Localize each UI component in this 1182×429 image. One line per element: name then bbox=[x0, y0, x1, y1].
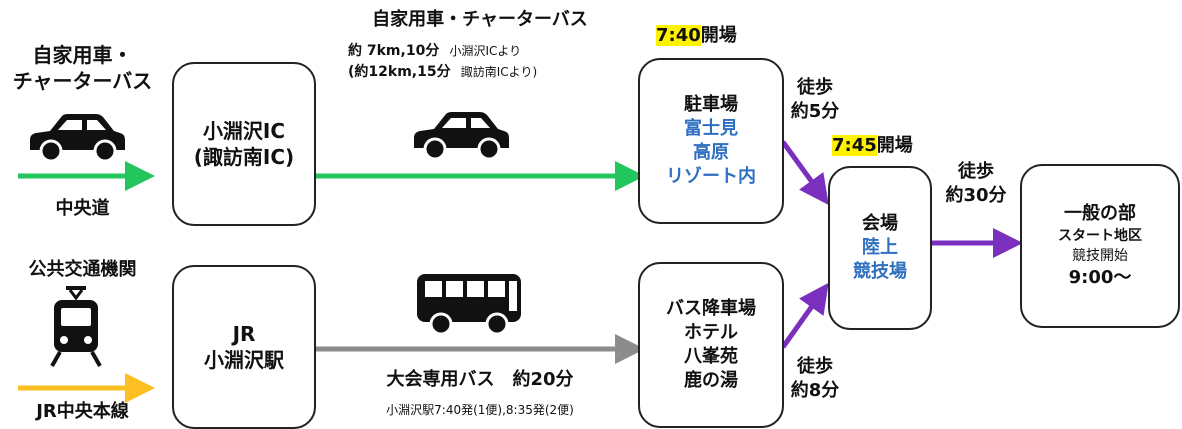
busstop-line1: バス降車場 bbox=[666, 298, 756, 319]
top-route-distances: 約 7km,10分 小淵沢ICより (約12km,15分 諏訪南ICより) bbox=[348, 40, 608, 82]
walk-parking-line1: 徒歩 bbox=[797, 77, 833, 98]
walk-venue-line2: 約30分 bbox=[945, 185, 1007, 206]
walk-busstop-label: 徒歩 約8分 bbox=[780, 355, 850, 403]
start-box: 一般の部 スタート地区 競技開始 9:00～ bbox=[1020, 164, 1180, 328]
car-icon bbox=[414, 112, 509, 160]
venue-open: 7:45開場 bbox=[832, 134, 913, 158]
start-line3: 競技開始 bbox=[1072, 248, 1128, 264]
car-icon bbox=[30, 114, 125, 162]
ic-box: 小淵沢IC (諏訪南IC) bbox=[172, 62, 316, 226]
walk-venue-line1: 徒歩 bbox=[958, 161, 994, 182]
ic-line2: (諏訪南IC) bbox=[193, 145, 295, 169]
car-label-line2: チャーターバス bbox=[12, 69, 153, 93]
walk-venue-label: 徒歩 約30分 bbox=[936, 160, 1016, 208]
bus-icon bbox=[417, 274, 521, 336]
station-line1: JR bbox=[232, 322, 256, 346]
transit-label: 公共交通機関 bbox=[28, 259, 137, 280]
parking-line3: 高原 bbox=[693, 142, 729, 163]
walk-parking-line2: 約5分 bbox=[790, 101, 840, 122]
walk-busstop-arrow bbox=[780, 282, 829, 349]
venue-open-time: 7:45 bbox=[832, 135, 877, 156]
parking-open-suffix: 開場 bbox=[700, 25, 737, 46]
station-line2: 小淵沢駅 bbox=[204, 348, 284, 372]
walk-parking-arrow bbox=[780, 140, 829, 206]
venue-open-suffix: 開場 bbox=[876, 135, 913, 156]
top-route-dist1-note: 小淵沢ICより bbox=[449, 44, 522, 58]
walk-busstop-line1: 徒歩 bbox=[797, 356, 833, 377]
train-icon bbox=[50, 286, 102, 367]
busstop-line2: ホテル bbox=[684, 322, 738, 343]
parking-box: 駐車場 富士見 高原 リゾート内 bbox=[638, 58, 784, 224]
top-route-dist1: 約 7km,10分 bbox=[348, 43, 440, 59]
venue-line2: 陸上 bbox=[862, 237, 898, 258]
top-route-title: 自家用車・チャーターバス bbox=[372, 9, 588, 30]
walk-parking-label: 徒歩 約5分 bbox=[780, 76, 850, 124]
busstop-line3: 八峯苑 bbox=[684, 346, 738, 367]
walk-busstop-line2: 約8分 bbox=[790, 380, 840, 401]
parking-open-time: 7:40 bbox=[656, 25, 701, 46]
car-label-line1: 自家用車・ bbox=[32, 43, 133, 67]
road-label: 中央道 bbox=[55, 198, 110, 219]
busstop-line4: 鹿の湯 bbox=[684, 370, 738, 391]
bottom-route-title: 大会専用バス 約20分 bbox=[386, 369, 574, 390]
station-box: JR 小淵沢駅 bbox=[172, 265, 316, 429]
top-route-dist2: (約12km,15分 bbox=[348, 64, 451, 80]
parking-line4: リゾート内 bbox=[666, 166, 756, 187]
venue-line1: 会場 bbox=[862, 213, 898, 234]
ic-line1: 小淵沢IC bbox=[202, 119, 286, 143]
parking-open: 7:40開場 bbox=[656, 24, 737, 48]
start-line1: 一般の部 bbox=[1064, 203, 1136, 224]
car-label: 自家用車・ チャーターバス bbox=[0, 42, 165, 94]
start-line2: スタート地区 bbox=[1058, 228, 1142, 244]
top-route-dist2-note: 諏訪南ICより) bbox=[460, 65, 538, 79]
busstop-box: バス降車場 ホテル 八峯苑 鹿の湯 bbox=[638, 262, 784, 428]
parking-line2: 富士見 bbox=[684, 118, 738, 139]
venue-line3: 競技場 bbox=[853, 261, 907, 282]
start-line4: 9:00～ bbox=[1068, 267, 1132, 288]
parking-line1: 駐車場 bbox=[684, 94, 738, 115]
bottom-route-schedule: 小淵沢駅7:40発(1便),8:35発(2便) bbox=[386, 403, 574, 417]
venue-box: 会場 陸上 競技場 bbox=[828, 166, 932, 330]
rail-label: JR中央本線 bbox=[36, 401, 129, 422]
